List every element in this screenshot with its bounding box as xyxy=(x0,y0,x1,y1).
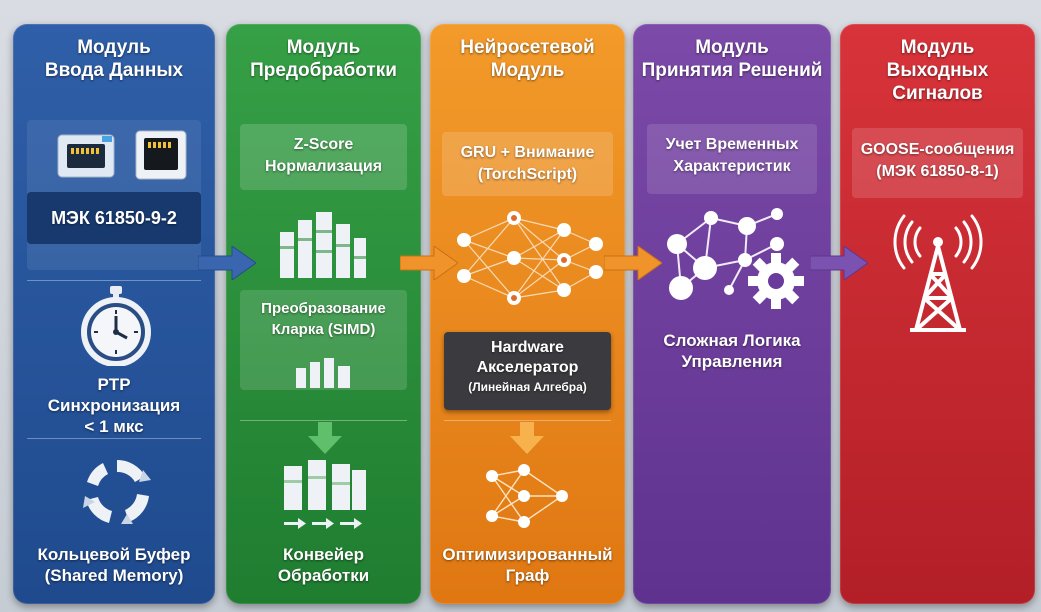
output-module-column: Модуль Выходных Сигналов GOOSE-сообщения… xyxy=(840,24,1035,604)
optimized-graph-icon xyxy=(484,464,570,528)
gear-icon xyxy=(747,252,805,310)
logic-network-icon xyxy=(659,204,799,314)
hardware-accelerator-box: Hardware Акселератор (Линейная Алгебра) xyxy=(444,332,611,410)
gru-attention-box: GRU + Внимание (TorchScript) xyxy=(442,132,613,196)
clarke-transform-box: Преобразование Кларка (SIMD) xyxy=(240,290,407,390)
temporal-characteristics-box: Учет Временных Характеристик xyxy=(647,124,817,194)
ethernet-jack-icon xyxy=(135,130,187,180)
input-module-column: Модуль Ввода Данных МЭК 61850-9-2 xyxy=(13,24,215,604)
simd-columns-icon xyxy=(296,358,352,388)
divider xyxy=(240,420,407,421)
flow-arrow-input-to-pre xyxy=(198,246,256,280)
neural-network-icon xyxy=(454,210,604,306)
down-arrow-icon xyxy=(510,422,544,454)
flow-arrow-pre-to-nn xyxy=(400,246,458,280)
zscore-normalization-box: Z-Score Нормализация xyxy=(240,124,407,190)
control-logic-label: Сложная Логика Управления xyxy=(663,331,801,371)
optimized-graph-label: Оптимизированный Граф xyxy=(442,545,613,585)
ring-buffer-icon xyxy=(81,456,153,528)
divider xyxy=(27,438,201,439)
preprocessing-module-title: Модуль Предобработки xyxy=(250,37,397,81)
stopwatch-icon xyxy=(79,286,153,366)
flow-arrow-nn-to-decision xyxy=(604,246,662,280)
neural-module-column: Нейросетевой Модуль GRU + Внимание (Torc… xyxy=(430,24,625,604)
ring-buffer-label: Кольцевой Буфер (Shared Memory) xyxy=(37,545,191,585)
preprocessing-module-column: Модуль Предобработки Z-Score Нормализаци… xyxy=(226,24,421,604)
pipeline-label: Конвейер Обработки xyxy=(277,545,370,585)
down-arrow-icon xyxy=(308,422,342,454)
divider xyxy=(444,420,611,421)
neural-module-title: Нейросетевой Модуль xyxy=(460,37,595,81)
protocol-label: МЭК 61850-9-2 xyxy=(27,192,201,244)
input-module-title: Модуль Ввода Данных xyxy=(44,37,184,81)
decision-module-title: Модуль Принятия Решений xyxy=(641,37,823,81)
radio-tower-icon xyxy=(890,212,986,334)
flow-arrow-decision-to-output xyxy=(810,246,868,280)
ptp-sync-label: PTP Синхронизация < 1 мкс xyxy=(47,375,181,436)
decision-module-column: Модуль Принятия Решений Учет Временных Х… xyxy=(633,24,831,604)
output-module-title: Модуль Выходных Сигналов xyxy=(886,37,989,104)
network-port-icon xyxy=(57,134,115,178)
goose-messages-box: GOOSE-сообщения (МЭК 61850-8-1) xyxy=(852,128,1023,198)
divider xyxy=(27,280,201,281)
pipeline-icon xyxy=(280,460,370,534)
data-columns-icon xyxy=(278,210,368,280)
